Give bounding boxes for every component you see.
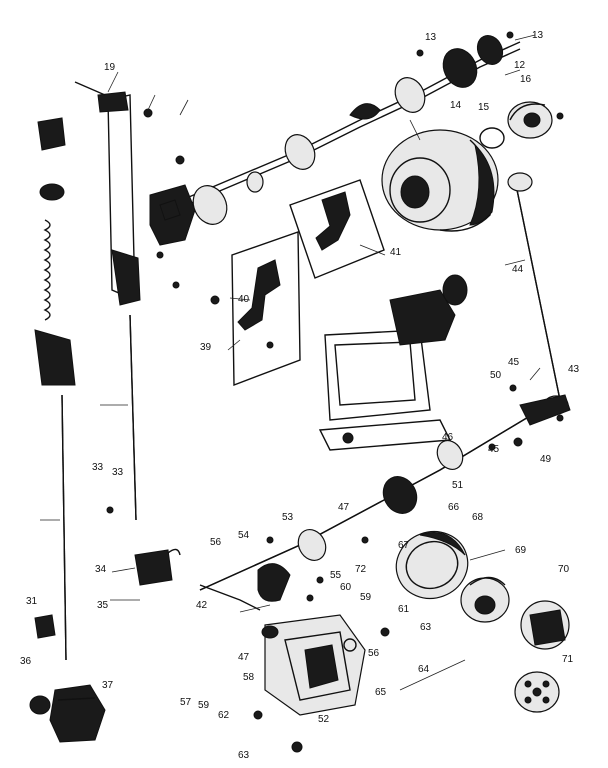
part-label-14: 14 [450,100,462,111]
part-label-39: 39 [200,342,212,353]
presser-foot [49,684,106,743]
part-label-35: 35 [97,600,109,611]
small-screws [106,31,564,753]
part-label-72: 72 [355,564,367,575]
part-label-31: 31 [26,596,38,607]
part-label-36: 36 [20,656,32,667]
part-label-45b: 45 [488,444,500,455]
part-label-15: 15 [478,102,490,113]
part-label-33b: 33 [112,467,124,478]
part-label-33a: 33 [92,462,104,473]
bobbin [514,671,560,713]
part-label-65: 65 [375,687,387,698]
part-label-52: 52 [318,714,330,725]
handwheel [381,129,499,232]
bobbin-case [460,576,510,623]
part-label-68: 68 [472,512,484,523]
needle-clamp [134,548,181,586]
part-label-54: 54 [238,530,250,541]
bobbin-ring [395,531,469,599]
part-label-16: 16 [520,74,532,85]
part-label-63b: 63 [238,750,250,761]
connecting-rod [507,172,569,415]
part-label-55: 55 [330,570,342,581]
part-label-37: 37 [102,680,114,691]
part-label-58: 58 [243,672,255,683]
thumb-screw [29,614,56,715]
part-label-61: 61 [398,604,410,615]
part-label-13b: 13 [532,30,544,41]
part-labels: 13 13 12 16 14 15 19 44 43 45 45 49 50 4… [20,30,580,761]
part-label-40: 40 [238,294,250,305]
leader-lines [40,34,541,691]
part-label-57: 57 [180,697,192,708]
part-label-19: 19 [104,62,116,73]
part-label-59b: 59 [198,700,210,711]
part-label-70: 70 [558,564,570,575]
needle-bar [129,314,137,521]
part-label-53: 53 [282,512,294,523]
feed-links-frame [231,179,385,387]
part-label-50: 50 [490,370,502,381]
part-label-66: 66 [448,502,460,513]
part-label-34: 34 [95,564,107,575]
part-label-13a: 13 [425,32,437,43]
crank-assembly [149,171,264,246]
part-label-51: 51 [452,480,464,491]
part-label-44: 44 [512,264,524,275]
clutch-knob [479,101,564,149]
part-label-56b: 56 [368,648,380,659]
presser-spring-stack [37,117,66,321]
part-label-41: 41 [390,247,402,258]
shuttle-hook-housing [261,614,366,716]
upper-arm-shaft [169,34,521,213]
rotary-hook [520,600,570,650]
lower-shaft [199,394,571,591]
part-label-56a: 56 [210,537,222,548]
part-label-47b: 47 [238,652,250,663]
part-label-63a: 63 [420,622,432,633]
feed-dog-assembly [318,274,468,451]
part-label-62: 62 [218,710,230,721]
bevel-gear [199,563,291,611]
part-label-43: 43 [568,364,580,375]
part-label-12: 12 [514,60,526,71]
part-label-45a: 45 [508,357,520,368]
part-label-47a: 47 [338,502,350,513]
part-label-46: 46 [442,432,454,443]
part-label-59a: 59 [360,592,372,603]
take-up-lever [74,81,141,306]
part-label-60: 60 [340,582,352,593]
part-label-71: 71 [562,654,574,665]
part-label-49: 49 [540,454,552,465]
part-label-67: 67 [398,540,410,551]
part-label-64: 64 [418,664,430,675]
part-label-69: 69 [515,545,527,556]
presser-bar [34,329,76,661]
part-label-42: 42 [196,600,208,611]
